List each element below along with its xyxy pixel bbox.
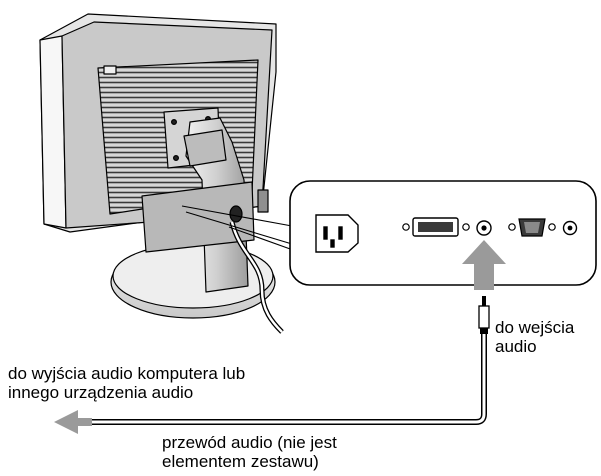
- dsub-port: [508, 218, 556, 237]
- cable-label: przewód audio (nie jest elementem zestaw…: [162, 433, 337, 471]
- ac-power-inlet: [315, 214, 359, 253]
- audio-output-label: do wyjścia audio komputera lub innego ur…: [8, 364, 246, 402]
- audio-input-jack: [476, 220, 492, 236]
- left-arrow-icon: [54, 410, 92, 434]
- audio-input-label: do wejścia audio: [495, 318, 575, 356]
- monitor-illustration: [39, 13, 284, 334]
- audio-cable: [88, 296, 490, 425]
- audio-output-jack: [562, 220, 578, 236]
- dvi-port: [402, 217, 470, 237]
- connector-panel: [289, 180, 597, 286]
- connect-arrow-icon: [462, 240, 506, 290]
- callout-lines: [181, 205, 294, 251]
